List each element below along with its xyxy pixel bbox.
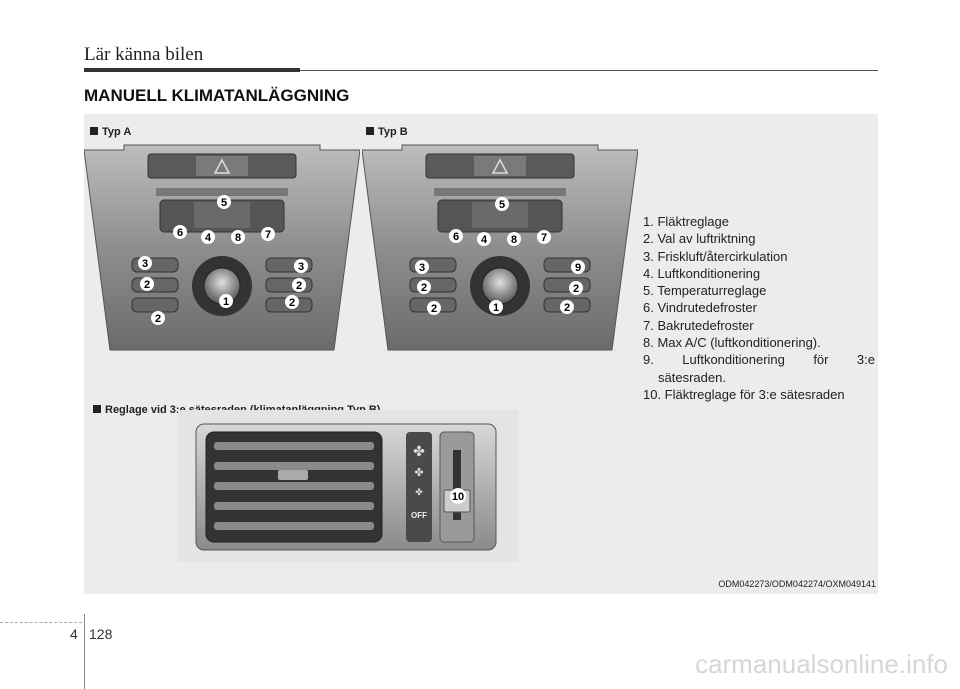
legend-item: 4. Luftkonditionering [643,265,875,282]
svg-text:2: 2 [564,302,570,314]
fan-high-icon: ✤ [413,443,425,459]
svg-text:8: 8 [511,234,517,246]
legend-item: 10. Fläktreglage för 3:e sätesraden [643,386,875,403]
callout-4: 4 [201,230,215,244]
legend-list: 1. Fläktreglage 2. Val av luftriktning 3… [643,213,875,403]
callout-3: 3 [415,260,429,274]
callout-2-left-lower: 2 [151,311,165,325]
legend-item: 6. Vindrutedefroster [643,299,875,316]
callout-6: 6 [173,225,187,239]
legend-item: 1. Fläktreglage [643,213,875,230]
control-panel-type-b-figure: 5 6 4 8 7 3 9 2 2 2 2 1 [362,140,638,362]
callout-5: 5 [217,195,231,209]
svg-text:2: 2 [431,303,437,315]
bullet-square-icon [90,127,98,135]
callout-2-right-upper: 2 [569,281,583,295]
callout-2-left-lower: 2 [427,301,441,315]
svg-text:5: 5 [499,199,505,211]
callout-2-right-lower: 2 [560,300,574,314]
callout-6: 6 [449,229,463,243]
legend-item-continuation: sätesraden. [643,369,875,386]
control-panel-type-a-figure: 5 6 4 8 7 3 3 2 2 2 2 1 [84,140,360,362]
svg-text:2: 2 [421,282,427,294]
svg-text:3: 3 [298,261,304,273]
callout-8: 8 [231,230,245,244]
watermark: carmanualsonline.info [695,649,948,680]
header-title: Lär känna bilen [84,44,203,66]
header-rule-dark [84,68,300,72]
svg-text:4: 4 [481,234,488,246]
svg-text:1: 1 [223,296,229,308]
svg-text:10: 10 [452,491,464,503]
callout-9: 9 [571,260,585,274]
callout-2-right-lower: 2 [285,295,299,309]
svg-text:9: 9 [575,262,581,274]
svg-text:6: 6 [177,227,183,239]
legend-item: 9. Luftkonditionering för 3:e [643,351,875,368]
callout-7: 7 [261,227,275,241]
callout-5: 5 [495,197,509,211]
svg-text:3: 3 [142,258,148,270]
svg-text:5: 5 [221,197,227,209]
figure-a-label: Typ A [90,126,131,138]
footer-section-number: 4 [70,626,78,642]
bullet-square-icon [93,405,101,413]
figure-b-label-text: Typ B [378,126,408,138]
third-row-vent-figure: ✤ ✤ ✤ OFF 10 [178,410,518,562]
callout-10: 10 [450,488,466,504]
callout-2-left-upper: 2 [417,280,431,294]
off-label: OFF [411,511,427,520]
fan-mid-icon: ✤ [414,467,423,479]
svg-text:6: 6 [453,231,459,243]
svg-text:2: 2 [289,297,295,309]
footer-dashed-rule [0,622,82,623]
bullet-square-icon [366,127,374,135]
legend-item: 3. Friskluft/återcirkulation [643,248,875,265]
figure-a-label-text: Typ A [102,126,131,138]
svg-text:2: 2 [296,280,302,292]
callout-2-right-upper: 2 [292,278,306,292]
svg-text:1: 1 [493,302,499,314]
header-rule-thin [300,70,878,71]
callout-7: 7 [537,230,551,244]
image-credit: ODM042273/ODM042274/OXM049141 [718,579,876,589]
svg-text:7: 7 [265,229,271,241]
callout-3-left: 3 [138,256,152,270]
callout-4: 4 [477,232,491,246]
callout-3-right: 3 [294,259,308,273]
svg-text:2: 2 [144,279,150,291]
footer-page-number: 128 [89,626,112,642]
fan-low-icon: ✤ [415,487,423,497]
callout-1: 1 [219,294,233,308]
section-title: MANUELL KLIMATANLÄGGNING [84,86,349,106]
svg-text:4: 4 [205,232,212,244]
footer-divider [84,614,85,689]
legend-item: 2. Val av luftriktning [643,230,875,247]
callout-8: 8 [507,232,521,246]
callout-2-left-upper: 2 [140,277,154,291]
legend-item: 5. Temperaturreglage [643,282,875,299]
figure-b-label: Typ B [366,126,408,138]
legend-item: 8. Max A/C (luftkonditionering). [643,334,875,351]
legend-item: 7. Bakrutedefroster [643,317,875,334]
svg-text:8: 8 [235,232,241,244]
svg-text:3: 3 [419,262,425,274]
svg-text:2: 2 [155,313,161,325]
callout-1: 1 [489,300,503,314]
svg-text:7: 7 [541,232,547,244]
svg-text:2: 2 [573,283,579,295]
